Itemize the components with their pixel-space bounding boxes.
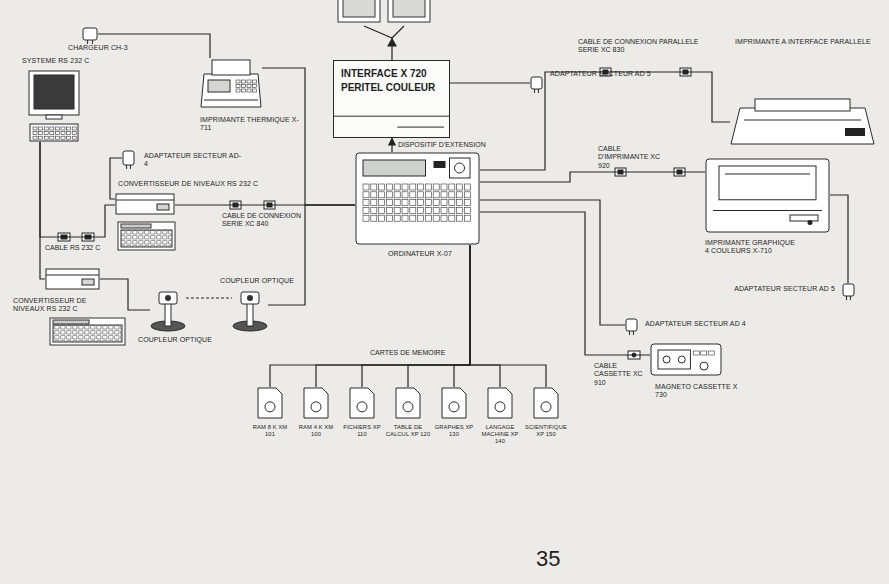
plotter-printer-drawing — [705, 158, 830, 233]
power-adapter-drawing — [625, 318, 638, 332]
level-converter-drawing — [115, 193, 175, 215]
power-adapter: ADAPTATEUR SECTEUR AD-4 — [122, 150, 135, 166]
cable — [830, 195, 848, 283]
power-adapter-drawing — [122, 150, 135, 166]
level-converter: CONVERTISSEUR DE NIVEAUX RS 232 C — [45, 268, 100, 290]
cable — [480, 172, 705, 182]
device-caption: MAGNETO CASSETTE X 730 — [655, 383, 745, 400]
optical-coupler-drawing — [150, 290, 186, 332]
cable-name: CABLE RS 232 C — [45, 244, 115, 252]
memory-card: RAM 8 K XM 101 — [257, 387, 283, 419]
cable — [40, 142, 115, 237]
memory-card-drawing — [303, 387, 329, 419]
power-adapter: ADAPTATEUR SECTEUR AD 5 — [530, 76, 543, 90]
thermal-printer: IMPRIMANTE THERMIQUE X-711 — [200, 58, 262, 108]
box-title: INTERFACE X 720 PERITEL COULEUR — [333, 60, 450, 101]
card-caption: RAM 8 K XM 101 — [247, 424, 293, 438]
cable — [391, 138, 392, 152]
card-caption: SCIENTIFIQUE XP 150 — [523, 424, 569, 438]
device-caption: CONVERTISSEUR DE NIVEAUX RS 232 C — [118, 180, 268, 188]
television — [338, 0, 430, 22]
power-adapter-drawing — [530, 76, 543, 90]
power-adapter: ADAPTATEUR SECTEUR AD 4 — [625, 318, 638, 332]
level-converter: CONVERTISSEUR DE NIVEAUX RS 232 C — [115, 193, 175, 215]
cable — [450, 82, 530, 83]
memory-card: GRAPHES XP 130 — [441, 387, 467, 419]
memory-card-drawing — [349, 387, 375, 419]
device-caption: COUPLEUR OPTIQUE — [138, 336, 228, 344]
cable-name: CABLE DE CONNEXION PARALLELE SERIE XC 83… — [578, 38, 703, 55]
cassette-recorder: MAGNETO CASSETTE X 730 — [650, 343, 722, 376]
device-caption: ADAPTATEUR SECTEUR AD 5 — [550, 70, 660, 78]
cable — [480, 72, 730, 170]
cable — [268, 205, 355, 305]
terminal-system-drawing — [28, 70, 80, 142]
terminal-system: SYSTEME RS 232 C — [28, 70, 80, 142]
cable-name: CABLE D'IMPRIMANTE XC 920 — [598, 145, 673, 170]
cable — [470, 245, 546, 387]
memory-card: LANGAGE MACHINE XP 140 — [487, 387, 513, 419]
cable — [362, 245, 470, 387]
plotter-printer: IMPRIMANTE GRAPHIQUE 4 COULEURS X-710 — [705, 158, 830, 233]
device-caption: IMPRIMANTE GRAPHIQUE 4 COULEURS X-710 — [705, 239, 800, 256]
computer-drawing — [355, 152, 480, 245]
memory-card-drawing — [487, 387, 513, 419]
device-caption: SYSTEME RS 232 C — [22, 57, 112, 65]
cable — [408, 245, 470, 387]
interface-box: INTERFACE X 720 PERITEL COULEUR — [333, 60, 450, 138]
power-adapter: ADAPTATEUR SECTEUR AD 5 — [842, 283, 855, 297]
card-caption: FICHIERS XP 110 — [339, 424, 385, 438]
parallel-printer-drawing — [730, 98, 875, 145]
thermal-printer-drawing — [200, 58, 262, 108]
memory-card: FICHIERS XP 110 — [349, 387, 375, 419]
optical-coupler: COUPLEUR OPTIQUE — [232, 290, 268, 332]
card-caption: GRAPHES XP 130 — [431, 424, 477, 438]
cable — [480, 212, 650, 355]
card-caption: LANGAGE MACHINE XP 140 — [477, 424, 523, 445]
cable — [454, 245, 470, 387]
cable — [40, 142, 45, 279]
cable — [110, 158, 122, 199]
card-caption: TABLE DE CALCUL XP 120 — [385, 424, 431, 438]
peritel-split — [364, 26, 404, 60]
device-caption: IMPRIMANTE THERMIQUE X-711 — [200, 116, 310, 133]
device-caption: CHARGEUR CH-3 — [68, 44, 148, 52]
cable — [470, 245, 500, 387]
cable — [100, 279, 150, 310]
cable-name: CABLE DE CONNEXION SERIE XC 840 — [222, 212, 304, 229]
optical-link — [186, 297, 232, 298]
power-adapter-drawing — [82, 27, 98, 41]
memory-card: RAM 4 K XM 100 — [303, 387, 329, 419]
device-caption: ORDINATEUR X-07 — [375, 250, 465, 258]
power-adapter: CHARGEUR CH-3 — [82, 27, 98, 41]
cassette-recorder-drawing — [650, 343, 722, 376]
group-label: CARTES DE MEMOIRE — [370, 349, 460, 357]
memory-card-drawing — [395, 387, 421, 419]
port-name: DISPOSITIF D'EXTENSION — [398, 141, 518, 149]
page-number: 35 — [536, 546, 576, 572]
device-caption: ADAPTATEUR SECTEUR AD-4 — [144, 152, 244, 169]
power-adapter-drawing — [842, 283, 855, 297]
memory-card-drawing — [257, 387, 283, 419]
device-caption: COUPLEUR OPTIQUE — [220, 277, 310, 285]
card-caption: RAM 4 K XM 100 — [293, 424, 339, 438]
cable — [316, 245, 470, 387]
cable-name: CABLE CASSETTE XC 910 — [594, 362, 649, 387]
device-caption: IMPRIMANTE A INTERFACE PARALLELE — [735, 38, 880, 46]
memory-card: SCIENTIFIQUE XP 150 — [533, 387, 559, 419]
cable — [480, 200, 625, 325]
device-caption: ADAPTATEUR SECTEUR AD 4 — [645, 320, 765, 328]
level-converter-drawing — [45, 268, 100, 290]
cable — [270, 245, 470, 387]
device-caption: ADAPTATEUR SECTEUR AD 5 — [725, 285, 835, 293]
memory-card-drawing — [533, 387, 559, 419]
parallel-printer: IMPRIMANTE A INTERFACE PARALLELE — [730, 98, 875, 145]
computer: ORDINATEUR X-07 — [355, 152, 480, 245]
device-caption: CONVERTISSEUR DE NIVEAUX RS 232 C — [13, 297, 108, 314]
memory-card: TABLE DE CALCUL XP 120 — [395, 387, 421, 419]
memory-card-drawing — [441, 387, 467, 419]
optical-coupler-drawing — [232, 290, 268, 332]
optical-coupler: COUPLEUR OPTIQUE — [150, 290, 186, 332]
